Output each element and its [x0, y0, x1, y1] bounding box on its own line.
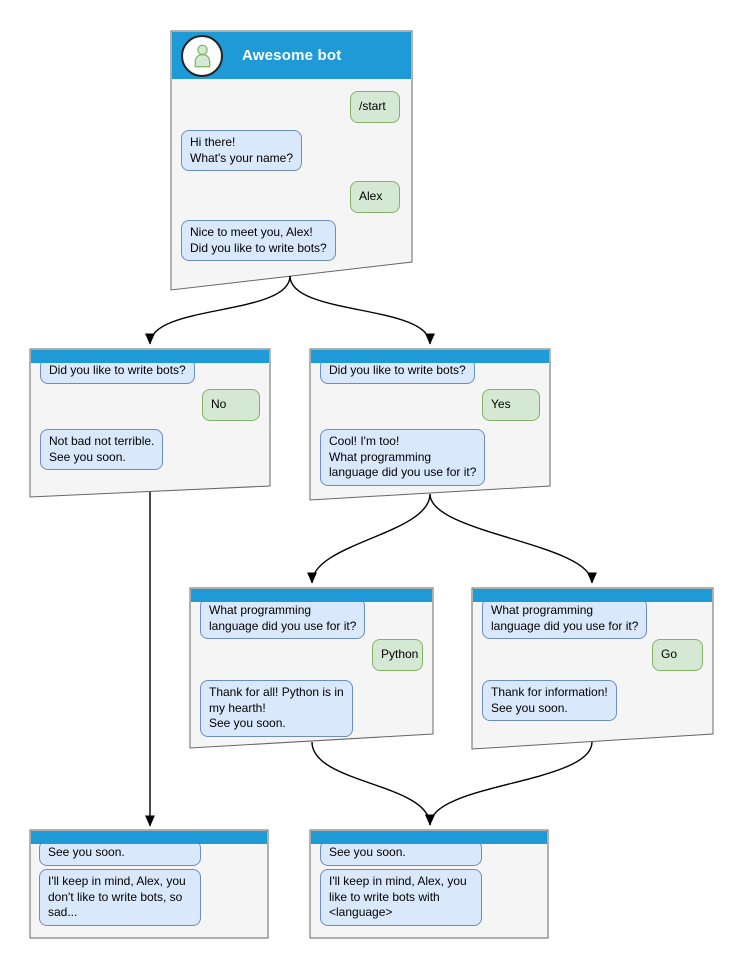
window-titlebar	[311, 350, 549, 363]
edge-go-to-end[interactable]	[425, 741, 593, 826]
edge-main-to-no[interactable]	[144, 275, 291, 345]
chat-window-no-branch[interactable]: Did you like to write bots? No Not bad n…	[30, 349, 270, 497]
chat-window-end-no[interactable]: See you soon. I'll keep in mind, Alex, y…	[30, 830, 268, 938]
chat-window-awesome-bot[interactable]: Awesome bot /start Hi there! What's your…	[171, 31, 412, 290]
user-message-bubble[interactable]: Python	[372, 639, 423, 671]
edge-yes-to-go[interactable]	[429, 493, 597, 584]
bot-message-bubble[interactable]: See you soon.	[39, 840, 201, 866]
user-message-bubble[interactable]: /start	[350, 91, 400, 123]
chat-window-yes-branch[interactable]: Did you like to write bots? Yes Cool! I'…	[310, 349, 550, 500]
window-titlebar	[473, 589, 712, 602]
bot-message-bubble[interactable]: Not bad not terrible. See you soon.	[40, 429, 164, 471]
edge-main-to-yes[interactable]	[289, 275, 436, 345]
chat-window-go-branch[interactable]: What programming language did you use fo…	[472, 588, 713, 749]
bot-message-bubble[interactable]: I'll keep in mind, Alex, you don't like …	[39, 869, 201, 926]
window-titlebar	[31, 350, 269, 363]
bot-message-bubble[interactable]: What programming language did you use fo…	[482, 598, 648, 640]
user-message-bubble[interactable]: Yes	[482, 389, 540, 421]
edge-yes-to-python[interactable]	[306, 493, 431, 584]
avatar	[181, 34, 223, 77]
bot-message-bubble[interactable]: Hi there! What's your name?	[181, 130, 303, 172]
window-titlebar	[31, 831, 267, 844]
user-message-bubble[interactable]: Alex	[350, 181, 400, 213]
window-titlebar	[191, 589, 432, 602]
bot-message-bubble[interactable]: Thank for all! Python is in my hearth! S…	[200, 680, 353, 737]
window-title: Awesome bot	[242, 47, 342, 64]
bot-message-bubble[interactable]: Cool! I'm too! What programming language…	[320, 429, 486, 486]
bot-message-bubble[interactable]: Nice to meet you, Alex! Did you like to …	[181, 220, 336, 262]
user-message-bubble[interactable]: Go	[652, 639, 703, 671]
bot-message-bubble[interactable]: Thank for information! See you soon.	[482, 680, 617, 722]
edge-python-to-end[interactable]	[311, 741, 436, 826]
person-icon	[194, 44, 210, 68]
window-titlebar	[311, 831, 547, 844]
chat-window-python-branch[interactable]: What programming language did you use fo…	[190, 588, 433, 748]
user-message-bubble[interactable]: No	[202, 389, 260, 421]
bot-message-bubble[interactable]: I'll keep in mind, Alex, you like to wri…	[320, 869, 482, 926]
chat-window-end-language[interactable]: See you soon. I'll keep in mind, Alex, y…	[310, 830, 548, 938]
window-titlebar: Awesome bot	[172, 32, 411, 79]
bot-message-bubble[interactable]: What programming language did you use fo…	[200, 598, 366, 640]
